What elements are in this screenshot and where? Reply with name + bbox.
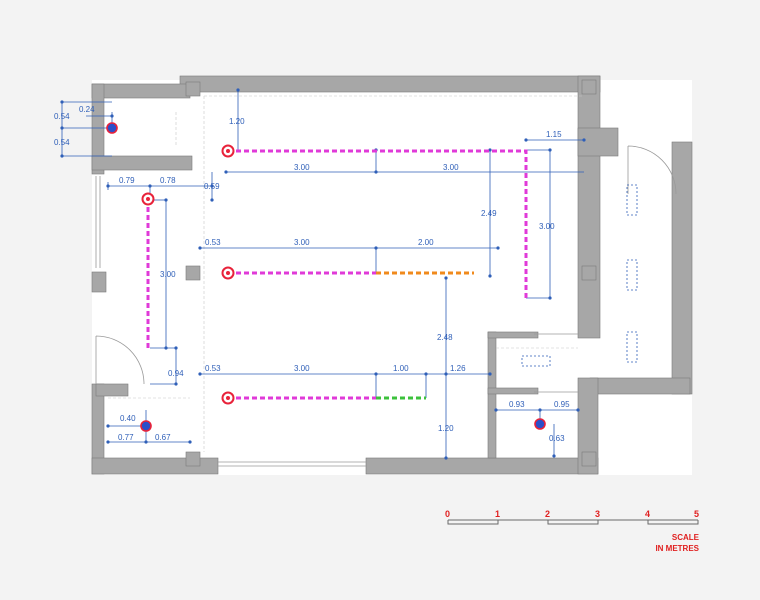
dim-label: 0.78 [160,176,176,185]
openings [95,145,677,467]
dim-label: 0.24 [79,105,95,114]
dim-label: 3.00 [443,163,459,172]
source-marker-left [141,192,155,206]
dim-label: 0.77 [118,433,134,442]
dim-label: 0.54 [54,112,70,121]
fixture-right-1 [626,184,638,216]
dim-label: 0.63 [549,434,565,443]
fixture-right-2 [626,259,638,291]
dim-label: 1.20 [229,117,245,126]
scale-tick-label: 4 [645,509,650,519]
scale-caption-line2: IN METRES [655,544,699,553]
source-marker-middle [221,266,235,280]
column-top-right [581,79,597,95]
dim-label: 0.59 [204,182,220,191]
scale-tick-label: 5 [694,509,699,519]
dim-label: 0.67 [155,433,171,442]
dim-label: 0.54 [54,138,70,147]
guide-lines [108,95,584,452]
column-mid-left [185,265,201,281]
wall-right-lower [577,377,599,475]
door-swing-left [95,335,145,385]
wall-far-right [671,141,693,395]
wall-right-bottom-step [589,377,691,395]
scale-tick-label: 1 [495,509,500,519]
dim-label: 2.00 [418,238,434,247]
dim-label: 3.00 [539,222,555,231]
dim-label: 1.15 [546,130,562,139]
fixture-right-4 [521,355,551,367]
scale-bar-line [447,519,699,525]
source-marker-top [221,144,235,158]
wall-left-room-bottom [91,155,193,171]
column-bottom-left [185,451,201,467]
wall-inner-partition [487,331,497,459]
source-marker-bottom [221,391,235,405]
dim-label: 1.20 [438,424,454,433]
track-top [228,149,528,298]
dim-label: 3.00 [160,270,176,279]
dim-label: 1.00 [393,364,409,373]
outlet-fixture-bottom-right [534,418,546,430]
dim-label: 2.48 [437,333,453,342]
outlet-fixture-bottom-left [140,420,152,432]
wall-right-upper [577,75,601,339]
scale-caption-line1: SCALE [672,533,700,542]
door-swing-right [627,145,677,195]
outlet-fixtures [106,122,546,432]
dim-label: 0.95 [554,400,570,409]
fixtures-right [521,184,638,367]
wall-top-main [179,75,601,93]
dim-label: 0.40 [120,414,136,423]
dim-label: 3.00 [294,163,310,172]
wall-inner-partition-top [487,331,539,339]
scale-tick-label: 0 [445,509,450,519]
tracks [146,149,528,400]
column-top-left [185,81,201,97]
outlet-fixture-top-left [106,122,118,134]
dimension-labels: 0.54 0.24 0.54 0.79 0.78 0.59 1.20 3.00 … [54,105,570,443]
column-bottom-right [581,451,597,467]
dim-label: 0.53 [205,238,221,247]
wall-inner-partition-bottom [487,387,539,395]
dim-label: 3.00 [294,364,310,373]
scale-tick-label: 2 [545,509,550,519]
dim-label: 0.94 [168,369,184,378]
dim-label: 0.93 [509,400,525,409]
wall-bottom-left-room-top [95,383,129,397]
scale-bar: 0 1 2 3 4 5 SCALE IN METRES [445,509,700,553]
dim-label: 1.26 [450,364,466,373]
dim-label: 2.49 [481,209,497,218]
dim-label: 0.79 [119,176,135,185]
wall-bottom-right [365,457,599,475]
scale-tick-label: 3 [595,509,600,519]
wall-right-step [577,127,619,157]
dim-label: 3.00 [294,238,310,247]
dimension-lines [61,90,584,458]
fixture-right-3 [626,331,638,363]
wall-left-mid [91,271,107,293]
source-markers [141,144,235,405]
dim-label: 0.53 [205,364,221,373]
wall-top-left-room [91,83,191,99]
column-mid-right [581,265,597,281]
wall-left-upper [91,83,105,175]
